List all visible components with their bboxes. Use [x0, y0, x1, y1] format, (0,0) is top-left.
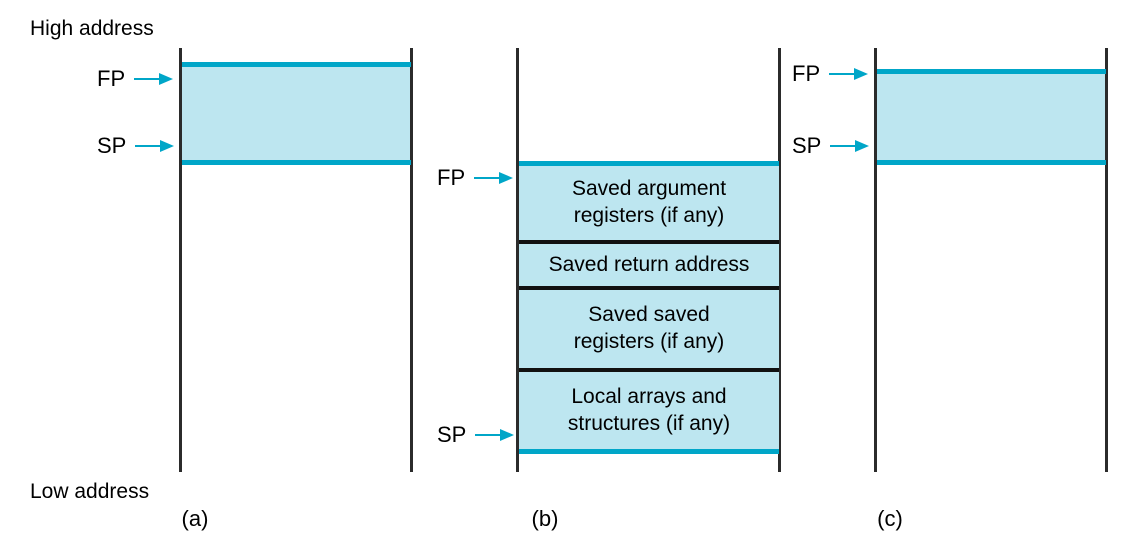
- panel-c-fp-arrow-icon: [829, 68, 869, 80]
- panel-b-segment-label-3: Local arrays and structures (if any): [567, 385, 731, 435]
- panel-a-frame-fill: [182, 64, 410, 163]
- high-address-label: High address: [30, 17, 154, 40]
- panel-b-fp-arrow-icon: [474, 172, 514, 184]
- panel-c-caption: (c): [877, 506, 903, 531]
- panel-c-sp-arrow-icon: [830, 140, 870, 152]
- panel-c-frame-fill: [877, 71, 1105, 163]
- panel-b-fp-pointer: FP: [437, 165, 514, 191]
- panel-b-right-rail: [778, 48, 781, 472]
- panel-c-left-rail: [874, 48, 877, 472]
- low-address-label: Low address: [30, 480, 150, 503]
- panel-b-segment-saved-argument-registers: Saved argument registers (if any): [519, 163, 779, 242]
- panel-c-fp-pointer: FP: [792, 61, 869, 87]
- panel-a-fp-label: FP: [97, 66, 126, 91]
- panel-c-sp-rule: [877, 160, 1106, 165]
- panel-b-segment-saved-saved-registers: Saved saved registers (if any): [519, 288, 779, 370]
- panel-b-left-rail: [516, 48, 519, 472]
- panel-a-caption: (a): [181, 506, 209, 531]
- panel-b-segment-label-2: Saved saved registers (if any): [573, 303, 725, 353]
- panel-b-fp-rule: [519, 161, 779, 166]
- panel-a-right-rail: [410, 48, 413, 472]
- panel-c-right-rail: [1105, 48, 1108, 472]
- panel-c-sp-label: SP: [792, 133, 822, 158]
- panel-b-segment-saved-return-address: Saved return address: [519, 242, 779, 288]
- panel-b-caption: (b): [531, 506, 559, 531]
- panel-a-fp-arrow-icon: [134, 73, 174, 85]
- panel-c-fp-rule: [877, 69, 1106, 74]
- panel-a-fp-rule: [182, 62, 411, 67]
- panel-b-sp-arrow-icon: [475, 429, 515, 441]
- panel-b-segment-label-0: Saved argument registers (if any): [571, 176, 727, 227]
- panel-b-segment-local-arrays-structures: Local arrays and structures (if any): [519, 370, 779, 452]
- panel-b-fp-label: FP: [437, 165, 466, 190]
- panel-a-sp-arrow-icon: [135, 140, 175, 152]
- panel-b-sp-rule: [519, 449, 779, 454]
- panel-a-sp-rule: [182, 160, 411, 165]
- panel-a-sp-pointer: SP: [97, 133, 175, 159]
- panel-a-sp-label: SP: [97, 133, 127, 158]
- panel-b-sp-pointer: SP: [437, 422, 515, 448]
- panel-c-sp-pointer: SP: [792, 133, 870, 159]
- panel-b-sp-label: SP: [437, 422, 467, 447]
- panel-b-segment-label-1: Saved return address: [548, 252, 750, 276]
- panel-c-fp-label: FP: [792, 61, 821, 86]
- panel-a-left-rail: [179, 48, 182, 472]
- panel-a-fp-pointer: FP: [97, 66, 174, 92]
